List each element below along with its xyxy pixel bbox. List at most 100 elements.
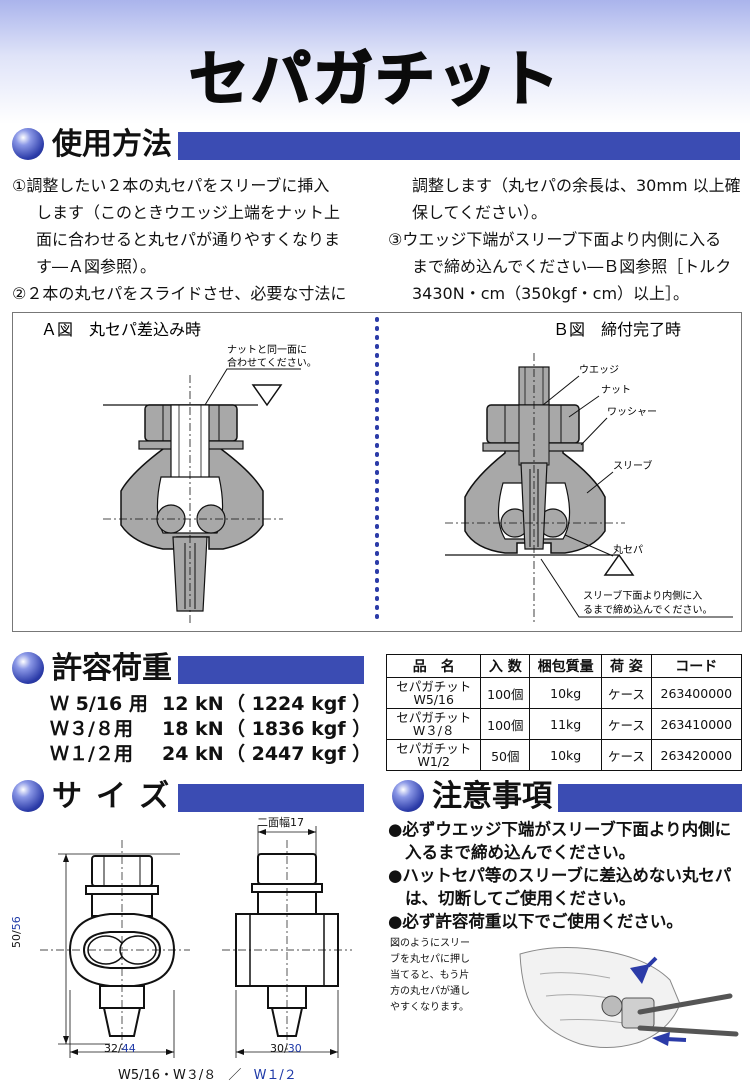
arrow-icon bbox=[652, 1032, 670, 1046]
caution-item: ●必ず許容荷重以下でご使用ください。 bbox=[388, 912, 683, 931]
table-header: 梱包質量 bbox=[529, 654, 603, 678]
table-cell: 263420000 bbox=[650, 739, 743, 771]
width-value-a: 32 bbox=[104, 1042, 118, 1055]
usage-line: ②２本の丸セパをスライドさせ、必要な寸法に bbox=[12, 284, 347, 303]
usage-line: ①調整したい２本の丸セパをスリーブに挿入 bbox=[12, 176, 330, 195]
table-header: 品 名 bbox=[385, 654, 482, 678]
hand-illustration bbox=[519, 947, 739, 1048]
load-size: Ｗ３/８用 bbox=[50, 718, 133, 740]
section-title-caution: 注意事項 bbox=[432, 779, 552, 814]
load-size: Ｗ１/２用 bbox=[50, 743, 133, 765]
table-cell: 263400000 bbox=[650, 677, 743, 709]
photo-note-line: 方の丸セパが通し bbox=[390, 986, 470, 997]
side-view bbox=[222, 826, 352, 1058]
diagram-a-note: 合わせてください。 bbox=[227, 356, 317, 369]
bullet-ball-icon bbox=[12, 652, 44, 684]
height-dimension: 50/56 bbox=[10, 916, 23, 948]
caution-item: 入るまで締め込んでください。 bbox=[405, 843, 636, 862]
table-header: 荷 姿 bbox=[601, 654, 652, 678]
load-kgf: （ 2447 kgf ） bbox=[226, 743, 372, 765]
table-cell: 10kg bbox=[529, 739, 603, 771]
diagram-b-caption: Ｂ図 締付完了時 bbox=[553, 320, 681, 339]
usage-text-right: 調整します（丸セパの余長は、30mm 以上確 保してください）。 ③ウエッジ下端… bbox=[388, 172, 744, 307]
diagram-a-note: ナットと同一面に bbox=[227, 344, 307, 356]
usage-text-left: ①調整したい２本の丸セパをスリーブに挿入 します（このときウエッジ上端をナット上… bbox=[12, 172, 372, 307]
table-cell: 10kg bbox=[529, 677, 603, 709]
page-title: セパガチット bbox=[188, 44, 561, 116]
label-sleeve: スリーブ bbox=[613, 459, 652, 472]
width2-value-b: 30 bbox=[287, 1042, 302, 1055]
caution-item: は、切断してご使用ください。 bbox=[405, 889, 636, 908]
table-header: 入 数 bbox=[480, 654, 531, 678]
usage-line: す―Ａ図参照）。 bbox=[36, 257, 157, 276]
photo-note-line: ブを丸セパに押し bbox=[390, 954, 470, 965]
load-kgf: （ 1836 kgf ） bbox=[226, 718, 372, 740]
size-drawing bbox=[40, 826, 352, 1058]
diagram-box: Ａ図 丸セパ差込み時 Ｂ図 締付完了時 bbox=[12, 312, 742, 632]
usage-line: ③ウエッジ下端がスリーブ下面より内側に入る bbox=[388, 230, 722, 249]
section-header-size: サイズ bbox=[12, 778, 364, 816]
product-name: セパガチット bbox=[396, 679, 472, 694]
label-separator: 丸セパ bbox=[613, 543, 643, 556]
diagram-b-note: るまで締め込んでください。 bbox=[583, 603, 713, 616]
table-cell: ケース bbox=[601, 739, 652, 771]
section-title-size: サイズ bbox=[52, 779, 184, 814]
usage-line: します（このときウエッジ上端をナット上 bbox=[36, 203, 341, 222]
section-bar bbox=[178, 784, 364, 812]
section-bar bbox=[558, 784, 742, 812]
load-kn: 24 kN bbox=[162, 743, 224, 765]
product-name: セパガチット bbox=[396, 741, 472, 756]
usage-line: 面に合わせると丸セパが通りやすくなりま bbox=[36, 230, 341, 249]
table-cell: 263410000 bbox=[650, 708, 743, 740]
caution-list: ●必ずウエッジ下端がスリーブ下面より内側に 入るまで締め込んでください。 ●ハッ… bbox=[388, 818, 748, 933]
table-header: コード bbox=[650, 654, 743, 678]
usage-line: 3430N・cm（350kgf・cm）以上］。 bbox=[412, 284, 690, 303]
load-size: Ｗ 5/16 用 bbox=[50, 693, 148, 715]
section-header-caution: 注意事項 bbox=[392, 778, 742, 816]
load-kgf: （ 1224 kgf ） bbox=[226, 693, 372, 715]
bullet-ball-icon bbox=[12, 128, 44, 160]
bullet-ball-icon bbox=[392, 780, 424, 812]
level-triangle-icon bbox=[603, 553, 635, 576]
width-dimension: 32/44 bbox=[104, 1042, 136, 1055]
load-kn: 12 kN bbox=[162, 693, 224, 715]
section-title-usage: 使用方法 bbox=[52, 127, 172, 162]
section-header-load: 許容荷重 bbox=[12, 650, 364, 688]
level-triangle-icon bbox=[251, 384, 283, 407]
header-gradient bbox=[0, 0, 750, 124]
load-kn: 18 kN bbox=[162, 718, 224, 740]
bullet-ball-icon bbox=[12, 780, 44, 812]
load-list: Ｗ 5/16 用 12 kN （ 1224 kgf ） Ｗ３/８用 18 kN … bbox=[50, 692, 372, 770]
photo-note-line: やすくなります。 bbox=[390, 1002, 469, 1013]
width2-dimension: 30/30 bbox=[270, 1042, 302, 1055]
table-header-row: 品 名 入 数 梱包質量 荷 姿 コード bbox=[385, 654, 743, 678]
product-size: W5/16 bbox=[413, 692, 454, 707]
arrow-icon bbox=[630, 964, 650, 984]
product-size: W３/８ bbox=[412, 723, 455, 738]
table-cell: ケース bbox=[601, 677, 652, 709]
width2-value-a: 30 bbox=[270, 1042, 284, 1055]
across-flats-label: 二面幅17 bbox=[257, 816, 304, 829]
product-name: セパガチット bbox=[396, 710, 472, 725]
diagram-a: ナットと同一面に 合わせてください。 bbox=[103, 344, 317, 625]
caution-item: ●必ずウエッジ下端がスリーブ下面より内側に bbox=[388, 820, 732, 839]
table-cell: 100個 bbox=[480, 708, 531, 740]
table-cell: 11kg bbox=[529, 708, 603, 740]
usage-line: 保してください）。 bbox=[412, 203, 548, 222]
usage-line: まで締め込んでください―Ｂ図参照［トルク bbox=[412, 257, 732, 276]
front-view bbox=[40, 840, 190, 1058]
diagram-b: ウエッジ ナット ワッシャー スリーブ 丸セパ スリーブ下面より内側に入 るまで… bbox=[445, 353, 733, 625]
table-cell: 50個 bbox=[480, 739, 531, 771]
legend-small: W5/16・W３/８ bbox=[118, 1068, 217, 1083]
photo-note: 図のようにスリー ブを丸セパに押し 当てると、もう片 方の丸セパが通し やすくな… bbox=[390, 936, 490, 1016]
diagram-svg: Ａ図 丸セパ差込み時 Ｂ図 締付完了時 bbox=[41, 317, 733, 627]
product-size: W1/2 bbox=[417, 754, 450, 769]
photo-note-line: 図のようにスリー bbox=[390, 938, 470, 949]
caution-item: ●ハットセパ等のスリーブに差込めない丸セパ bbox=[388, 866, 732, 885]
